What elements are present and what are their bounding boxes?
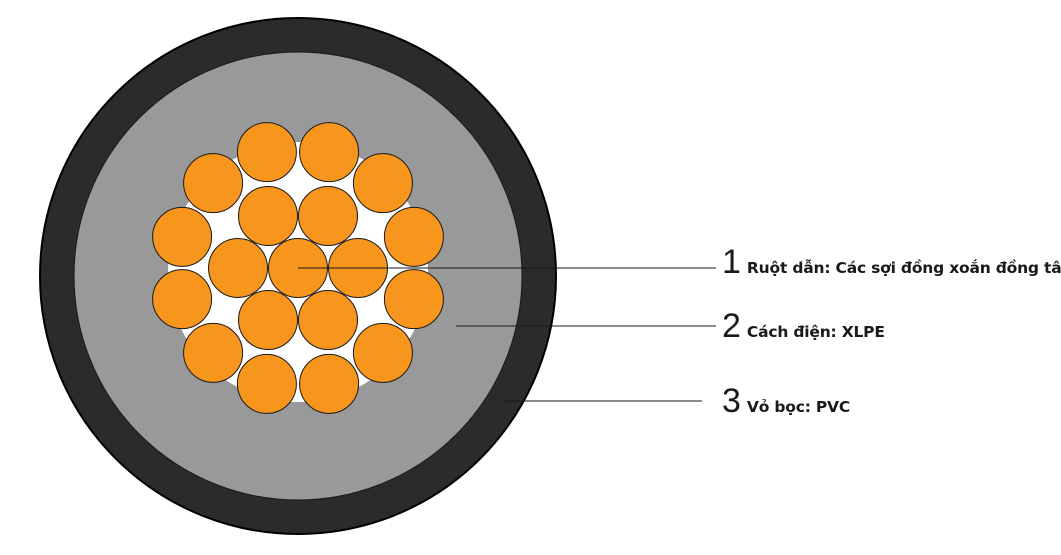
callout-label: Vỏ bọc: PVC [746, 398, 851, 416]
copper-strand [183, 153, 244, 214]
callout-label: Cách điện: XLPE [746, 323, 885, 341]
copper-strand [298, 290, 358, 350]
copper-strand [352, 322, 413, 383]
copper-strand [208, 238, 268, 298]
copper-strand [152, 206, 213, 267]
conductor-strands [152, 122, 444, 414]
copper-strand [183, 322, 244, 383]
copper-strand [152, 269, 213, 330]
callout-label: Ruột dẫn: Các sợi đồng xoắn đồng tâm [746, 259, 1061, 277]
callout-conductor: 1 Ruột dẫn: Các sợi đồng xoắn đồng tâm [722, 245, 1061, 279]
callout-number: 1 [722, 243, 741, 281]
copper-strand [238, 186, 298, 246]
callout-sheath: 3 Vỏ bọc: PVC [722, 384, 850, 418]
copper-strand [238, 290, 298, 350]
callout-number: 3 [722, 382, 741, 420]
copper-strand [352, 153, 413, 214]
copper-strand [236, 122, 297, 183]
copper-strand [298, 186, 358, 246]
callout-number: 2 [722, 307, 741, 345]
copper-strand [299, 353, 360, 414]
copper-strand [383, 269, 444, 330]
copper-strand [236, 353, 297, 414]
copper-strand [383, 206, 444, 267]
callout-insulation: 2 Cách điện: XLPE [722, 309, 885, 343]
copper-strand [299, 122, 360, 183]
